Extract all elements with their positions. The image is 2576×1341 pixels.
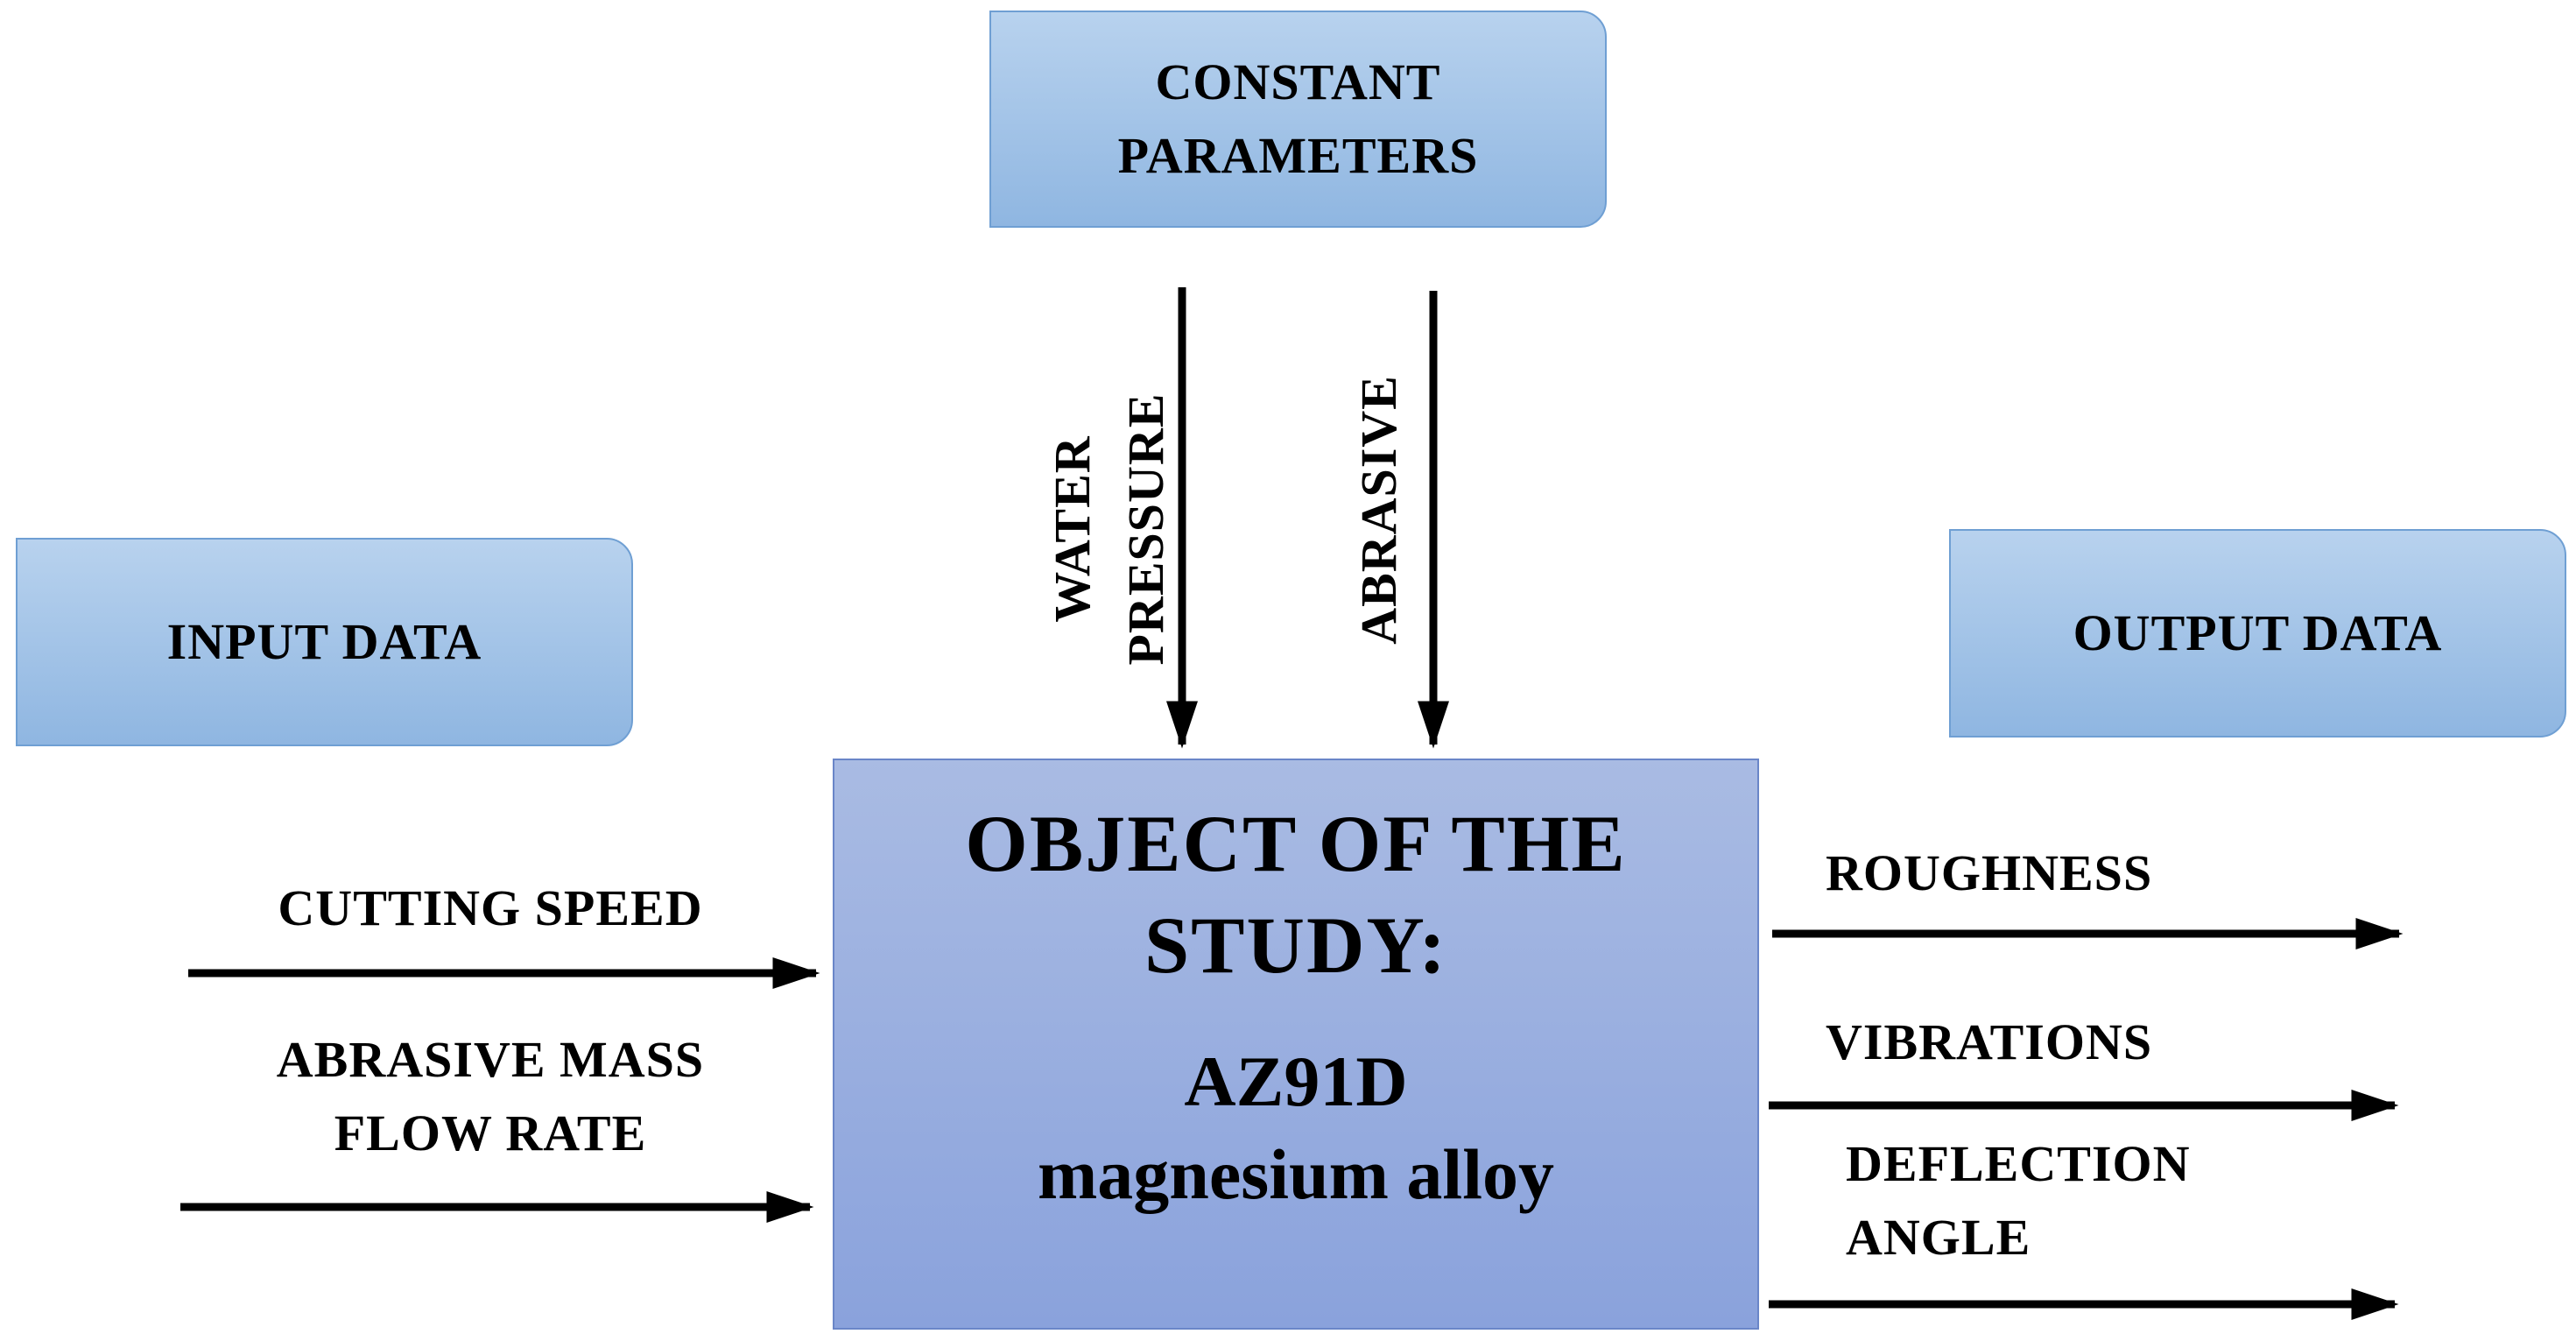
- object-title-line1: OBJECT OF THE: [965, 799, 1627, 888]
- constant-parameters-line1: CONSTANT: [1155, 53, 1441, 110]
- roughness-label: ROUGHNESS: [1826, 836, 2152, 910]
- roughness-label-line1: ROUGHNESS: [1826, 844, 2153, 901]
- object-name-line2: magnesium alloy: [1038, 1134, 1554, 1215]
- abrasive-mass-flow-rate-label: ABRASIVE MASS FLOW RATE: [175, 1023, 806, 1170]
- abrasive-label: ABRASIVE: [1342, 361, 1416, 659]
- vibrations-label: VIBRATIONS: [1826, 1006, 2152, 1079]
- cutting-speed-label-line1: CUTTING SPEED: [278, 879, 703, 936]
- deflection-angle-label-line2: ANGLE: [1846, 1209, 2031, 1267]
- cutting-speed-label: CUTTING SPEED: [175, 872, 806, 945]
- input-data-box: INPUT DATA: [16, 538, 633, 746]
- water-pressure-label: WATER PRESSURE: [1036, 354, 1183, 704]
- abrasive-label-line1: ABRASIVE: [1350, 375, 1407, 645]
- output-data-box: OUTPUT DATA: [1949, 529, 2566, 738]
- constant-parameters-line2: PARAMETERS: [1117, 127, 1479, 184]
- deflection-angle-label: DEFLECTION ANGLE: [1846, 1127, 2191, 1274]
- water-pressure-label-line2: PRESSURE: [1117, 392, 1175, 666]
- deflection-angle-label-line1: DEFLECTION: [1846, 1135, 2191, 1192]
- object-title-line2: STUDY:: [1144, 900, 1448, 990]
- abrasive-mass-flow-rate-label-line1: ABRASIVE MASS: [276, 1031, 705, 1088]
- object-name: AZ91D magnesium alloy: [1038, 1035, 1554, 1222]
- object-of-study-box: OBJECT OF THE STUDY: AZ91D magnesium all…: [833, 759, 1759, 1330]
- abrasive-mass-flow-rate-label-line2: FLOW RATE: [334, 1105, 647, 1162]
- output-data-title: OUTPUT DATA: [2073, 603, 2443, 661]
- object-name-line1: AZ91D: [1184, 1041, 1408, 1121]
- object-title: OBJECT OF THE STUDY:: [965, 794, 1626, 997]
- water-pressure-label-line1: WATER: [1044, 435, 1101, 623]
- input-data-title: INPUT DATA: [166, 612, 482, 670]
- vibrations-label-line1: VIBRATIONS: [1826, 1013, 2153, 1070]
- constant-parameters-box: CONSTANT PARAMETERS: [989, 11, 1607, 228]
